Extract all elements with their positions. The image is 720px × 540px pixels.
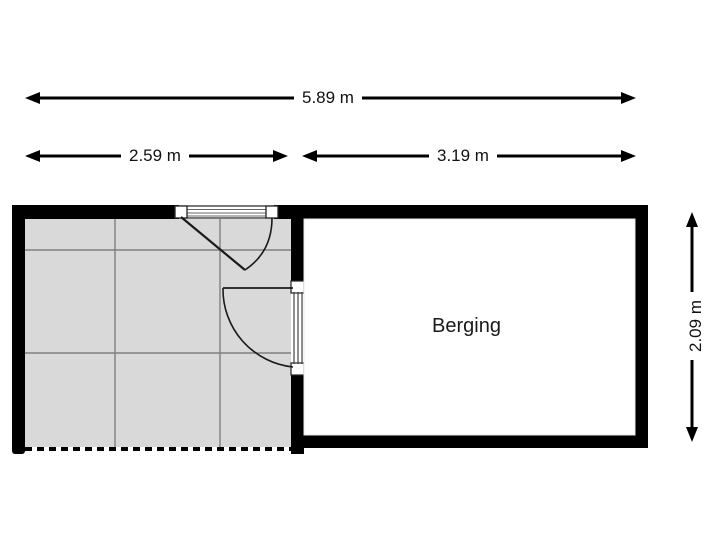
berging-walls xyxy=(296,205,648,448)
interior-door-swing-arc xyxy=(222,287,294,368)
garage-door-leaf xyxy=(180,216,246,271)
door-interior-swing[interactable] xyxy=(222,287,294,368)
door-overhead-garage[interactable] xyxy=(174,205,279,271)
garage-door-jamb-left xyxy=(174,205,188,219)
door-jamb-bottom xyxy=(290,362,305,376)
room-label-berging: Berging xyxy=(432,315,501,337)
wall-between-rooms xyxy=(290,205,305,454)
room-berging xyxy=(296,205,648,448)
room-garage-carport xyxy=(12,205,302,454)
carport-floor-grid xyxy=(25,219,291,447)
dimension-label-vertical: 2.09 m xyxy=(681,292,710,360)
dimension-label-segment-left: 2.59 m xyxy=(121,142,189,170)
dimension-label-segment-right: 3.19 m xyxy=(429,142,497,170)
carport-floor-fill xyxy=(25,219,291,447)
garage-door-swing-arc xyxy=(244,217,273,271)
door-panel-lines xyxy=(293,292,303,364)
dimension-label-overall: 5.89 m xyxy=(294,84,362,112)
garage-door-jamb-right xyxy=(265,205,279,219)
berging-floor-fill xyxy=(304,219,635,435)
door-jamb-top xyxy=(290,280,305,294)
